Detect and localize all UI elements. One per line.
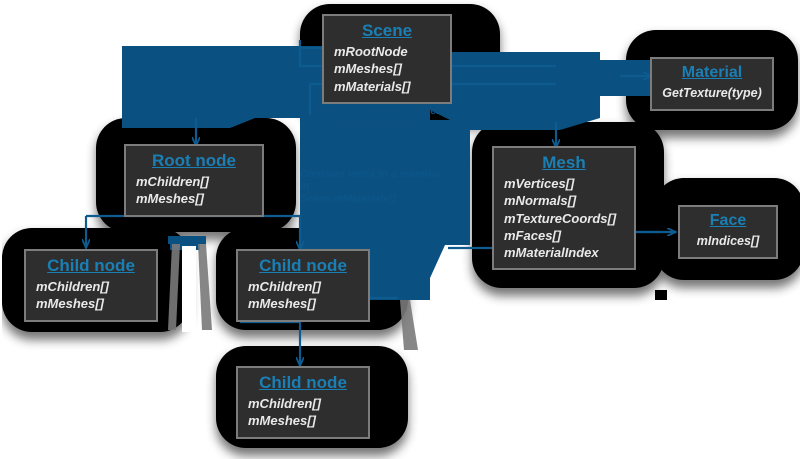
annotation-material-index: Contains index to a material in Scene.mM… [312, 105, 452, 130]
node-mesh-field-mtexturecoords: mTextureCoords[] [504, 210, 617, 226]
node-scene-field-mmeshes: mMeshes[] [334, 61, 402, 77]
node-child-node-bottom[interactable]: Child node mChildren[] mMeshes[] [236, 366, 370, 439]
node-child-node-middle-field-mchildren: mChildren[] [248, 279, 321, 295]
node-mesh-field-mvertices: mVertices[] [504, 176, 575, 192]
node-mesh-field-mmaterialindex: mMaterialIndex [504, 244, 599, 260]
node-face-title: Face [709, 212, 747, 229]
node-child-node-bottom-title: Child node [259, 373, 347, 392]
node-scene-field-mrootnode: mRootNode [334, 44, 408, 60]
node-mesh-field-mnormals: mNormals[] [504, 193, 577, 209]
node-face-field-mindices: mIndices[] [696, 234, 760, 248]
node-mesh-field-mfaces: mFaces[] [504, 227, 562, 243]
node-child-node-bottom-field-mchildren: mChildren[] [248, 396, 321, 412]
node-root-node-field-mchildren: mChildren[] [136, 174, 209, 190]
watermark-line-3: Scene.mMaterials[] [300, 192, 396, 205]
node-root-node-title: Root node [151, 151, 237, 170]
node-child-node-middle-field-mmeshes: mMeshes[] [248, 296, 316, 312]
node-child-node-left-field-mmeshes: mMeshes[] [36, 296, 104, 312]
node-child-node-left-field-mchildren: mChildren[] [36, 279, 109, 295]
node-scene-field-mmaterials: mMaterials[] [334, 78, 411, 94]
annotation-line-1: Contains index to a material [312, 105, 453, 117]
node-scene[interactable]: Scene mRootNode mMeshes[] mMaterials[] [322, 14, 452, 104]
node-child-node-left[interactable]: Child node mChildren[] mMeshes[] [24, 249, 158, 322]
node-material-title: Material [681, 64, 743, 81]
node-face[interactable]: Face mIndices[] [678, 205, 778, 259]
node-mesh[interactable]: Mesh mVertices[] mNormals[] mTextureCoor… [492, 146, 636, 271]
annotation-line-2: in Scene.mMaterials[] [312, 117, 420, 130]
node-material[interactable]: Material GetTexture(type) [650, 57, 774, 111]
node-root-node-field-mmeshes: mMeshes[] [136, 191, 204, 207]
node-material-field-gettexture: GetTexture(type) [662, 86, 762, 100]
node-child-node-middle[interactable]: Child node mChildren[] mMeshes[] [236, 249, 370, 322]
node-mesh-title: Mesh [542, 153, 586, 172]
node-root-node[interactable]: Root node mChildren[] mMeshes[] [124, 144, 264, 217]
watermark-line-1: Contains index to a material [300, 168, 441, 180]
watermark-text: Contains index to a material in Scene.mM… [300, 168, 440, 205]
node-child-node-bottom-field-mmeshes: mMeshes[] [248, 413, 316, 429]
node-child-node-middle-title: Child node [259, 256, 347, 275]
node-child-node-left-title: Child node [47, 256, 135, 275]
watermark-line-2: in [300, 180, 310, 193]
node-scene-title: Scene [361, 21, 413, 40]
